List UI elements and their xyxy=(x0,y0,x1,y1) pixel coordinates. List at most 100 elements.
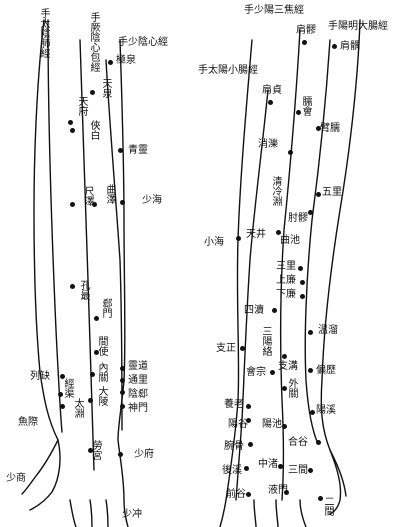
point-qingling xyxy=(118,148,123,153)
point-lieque xyxy=(60,374,65,379)
point-yemen-label: 液門 xyxy=(268,485,288,496)
point-jianzhen xyxy=(268,100,273,105)
point-yangchi xyxy=(282,424,287,429)
point-yinxi-label: 陰郄 xyxy=(128,389,148,400)
point-daling-label: 大陵 xyxy=(96,386,107,406)
point-wenliu-label: 溫溜 xyxy=(318,325,338,336)
point-naohui xyxy=(296,110,301,115)
point-yemen xyxy=(284,490,289,495)
large-intestine-meridian-label: 手陽明大腸經 xyxy=(328,21,388,32)
heart-meridian-label: 手少陰心經 xyxy=(118,37,168,48)
point-yangchi-label: 陽池 xyxy=(262,419,282,430)
point-yangxi xyxy=(310,410,315,415)
right-thumb xyxy=(329,449,342,515)
point-yangxi-label: 陽溪 xyxy=(316,405,336,416)
point-neiguan xyxy=(90,372,95,377)
point-xiaohai xyxy=(236,236,241,241)
point-pianli-label: 偏歷 xyxy=(316,365,336,376)
point-sanyangluo-label: 三陽絡 xyxy=(260,326,271,356)
point-huizong xyxy=(270,370,275,375)
point-tianquan-label: 天泉 xyxy=(100,78,111,98)
point-shaofu xyxy=(118,452,123,457)
point-ximen-label: 郄門 xyxy=(100,298,111,318)
point-yanggu xyxy=(246,418,251,423)
point-sanjian xyxy=(308,468,313,473)
right-fingers xyxy=(253,499,307,527)
point-lieque-label: 列缺 xyxy=(30,371,50,382)
right-arm-right-contour xyxy=(320,19,361,497)
point-yuji-label: 魚際 xyxy=(18,417,38,428)
point-huizong-label: 會宗 xyxy=(246,367,266,378)
point-shaohai xyxy=(120,200,125,205)
point-shenmen-label: 神門 xyxy=(128,403,148,414)
point-neiguan-label: 內關 xyxy=(96,362,107,382)
point-jianliao xyxy=(302,40,307,45)
point-hegu-label: 合谷 xyxy=(288,437,308,448)
point-chize-label: 尺澤 xyxy=(82,186,93,206)
point-houxi xyxy=(244,466,249,471)
point-qinglengyuan-label: 清冷淵 xyxy=(270,176,281,206)
pericardium-meridian-label: 手厥陰心包經 xyxy=(88,12,99,72)
point-xiabai-label: 俠白 xyxy=(88,120,99,140)
point-tianquan xyxy=(90,90,95,95)
sanjiao-meridian-label: 手少陽三焦經 xyxy=(244,5,304,16)
point-ximen xyxy=(94,316,99,321)
point-shaochong-label: 少冲 xyxy=(122,509,142,520)
point-laogong-label: 勞宮 xyxy=(90,440,101,460)
point-sanli xyxy=(298,266,303,271)
point-lingdao xyxy=(120,366,125,371)
point-shaohai-label: 少海 xyxy=(142,195,162,206)
small-intestine-meridian-label: 手太陽小腸經 xyxy=(198,65,258,76)
point-shenmen xyxy=(120,404,125,409)
point-xialian xyxy=(300,294,305,299)
point-wangu-label: 腕骨 xyxy=(224,441,244,452)
point-wuli-label: 五里 xyxy=(322,187,342,198)
point-yinxi xyxy=(120,390,125,395)
point-waiguan-label: 外關 xyxy=(286,378,297,398)
point-lingdao-label: 靈道 xyxy=(128,361,148,372)
point-jianyu-label: 肩髃 xyxy=(340,41,360,52)
left-thumb xyxy=(21,439,59,495)
heart-meridian-line xyxy=(105,59,123,431)
point-yanggu-label: 陽谷 xyxy=(228,419,248,430)
point-xialian-label: 下廉 xyxy=(276,289,296,300)
point-jiquan xyxy=(108,60,113,65)
point-shaofu-label: 少府 xyxy=(134,449,154,460)
point-quze-label: 曲澤 xyxy=(104,184,115,204)
point-sanjian-label: 三間 xyxy=(288,465,308,476)
point-zhongzhu xyxy=(278,464,283,469)
point-qiangu xyxy=(246,492,251,497)
point-erjian-label: 二間 xyxy=(322,496,333,516)
point-quchi-label: 曲池 xyxy=(280,235,300,246)
point-sanli-label: 三里 xyxy=(276,261,296,272)
sanjiao-meridian-line xyxy=(279,29,301,501)
point-jingqu-label: 經渠 xyxy=(62,378,73,398)
point-zhizheng-label: 支正 xyxy=(216,343,236,354)
lung-meridian-line xyxy=(47,19,63,433)
point-kongzui-label: 孔最 xyxy=(78,280,89,300)
point-tianfu-label: 天府 xyxy=(76,96,87,116)
point-houxi-label: 後溪 xyxy=(222,465,242,476)
point-daling xyxy=(88,398,93,403)
point-wangu xyxy=(248,442,253,447)
point-shaoshang-label: 少商 xyxy=(6,473,26,484)
right-arm-left-contour xyxy=(219,39,253,527)
point-qingling-label: 青靈 xyxy=(128,145,148,156)
pericardium-meridian-line xyxy=(79,39,95,471)
point-chize xyxy=(70,202,75,207)
point-zhongzhu-label: 中渚 xyxy=(258,459,278,470)
point-yanglao xyxy=(246,404,251,409)
point-sidu xyxy=(272,308,277,313)
point-jianliao-label: 肩髎 xyxy=(296,25,316,36)
point-taiyuan-label: 太淵 xyxy=(72,398,83,418)
point-kongzui xyxy=(70,284,75,289)
point-naohui-label: 臑會 xyxy=(300,96,311,116)
point-hegu xyxy=(316,440,321,445)
point-jianshi xyxy=(94,350,99,355)
point-shanglian-label: 上廉 xyxy=(276,275,296,286)
point-wuli xyxy=(316,192,321,197)
point-xiabai xyxy=(70,128,75,133)
point-tianjing-label: 天井 xyxy=(246,229,266,240)
point-jiquan-label: 極泉 xyxy=(116,55,136,66)
point-zhizheng xyxy=(240,346,245,351)
